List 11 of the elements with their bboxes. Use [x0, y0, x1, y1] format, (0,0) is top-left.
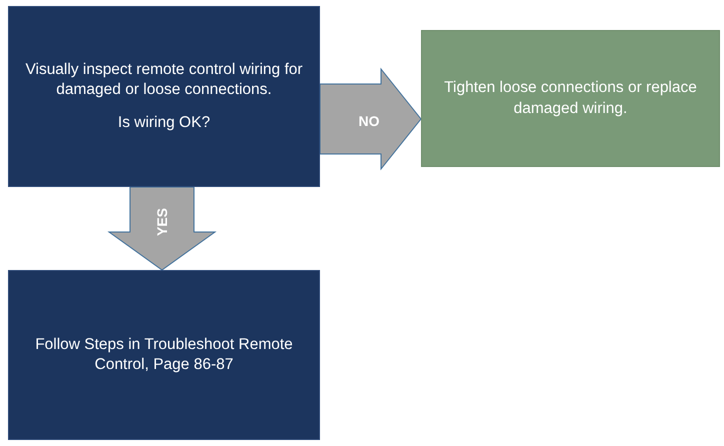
- box-text: Follow Steps in Troubleshoot Remote Control, Page 86-87: [34, 334, 294, 375]
- process-box: [8, 6, 320, 187]
- box-text: Visually inspect remote control wiring for damaged or loose connections.: [24, 60, 304, 100]
- edge-label: YES: [155, 208, 169, 236]
- process-box: [421, 30, 720, 167]
- process-box: [8, 270, 320, 440]
- block-arrow: [320, 68, 422, 170]
- box-text: Is wiring OK?: [118, 112, 210, 133]
- block-arrow: [107, 186, 217, 271]
- edge-label: NO: [358, 114, 380, 128]
- box-text: Tighten loose connections or replace damaged wiring.: [443, 78, 698, 118]
